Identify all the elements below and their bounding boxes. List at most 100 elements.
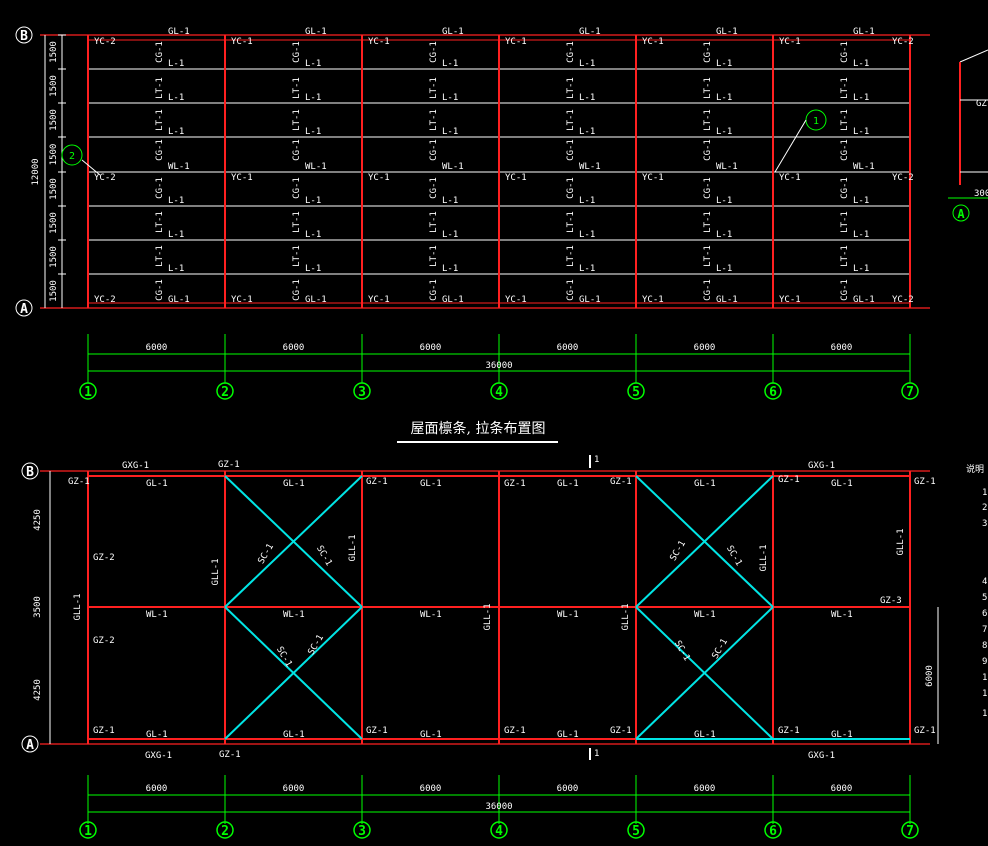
member-label: GLL-1 [348, 534, 358, 561]
purlin-label: L-1 [853, 264, 869, 274]
note-item: 6 [982, 609, 987, 619]
column-axis-4: 4 [490, 382, 508, 400]
member-label: GZ-1 [504, 726, 526, 736]
rod-label: LT-1 [155, 245, 165, 267]
rod-label: CG-1 [566, 279, 576, 301]
rod-label: LT-1 [703, 211, 713, 233]
member-label: GZ-1 [366, 477, 388, 487]
axis-bubble-b-bottom: B [21, 462, 39, 480]
svg-text:6: 6 [769, 824, 777, 839]
row-dimension: 1500 [49, 212, 59, 234]
member-label: SC-1 [672, 639, 692, 663]
purlin-label: L-1 [579, 59, 595, 69]
mid-beam-label: WL-1 [853, 162, 875, 172]
member-labels: YC-2YC-2YC-2YC-1YC-1YC-1YC-1YC-1YC-1YC-1… [94, 27, 914, 305]
row-dimension: 1500 [49, 109, 59, 131]
note-item: 1 [982, 689, 987, 699]
row-dimension: 1500 [49, 246, 59, 268]
note-item: 7 [982, 625, 987, 635]
brace-line [635, 606, 774, 740]
column-label: YC-1 [368, 295, 390, 305]
svg-text:说明: 说明 [966, 463, 984, 475]
rod-label: LT-1 [703, 245, 713, 267]
svg-text:1: 1 [84, 824, 92, 839]
svg-text:3: 3 [358, 824, 366, 839]
span-dimension: 6000 [831, 343, 853, 353]
svg-text:B: B [26, 465, 34, 480]
rod-label: LT-1 [429, 211, 439, 233]
column-axis-2: 2 [216, 382, 234, 400]
svg-text:B: B [20, 29, 28, 44]
member-label: GLL-1 [621, 603, 631, 630]
column-label: YC-2 [94, 37, 116, 47]
column-axis-5: 5 [627, 821, 645, 839]
member-label: GL-1 [557, 730, 579, 740]
member-label: GZ-3 [880, 596, 902, 606]
eave-beam-label: GL-1 [305, 295, 327, 305]
member-label: GXG-1 [145, 751, 172, 761]
column-label: YC-1 [779, 295, 801, 305]
member-label: GXG-1 [808, 751, 835, 761]
member-label: WL-1 [557, 610, 579, 620]
purlin-label: L-1 [305, 230, 321, 240]
member-label: WL-1 [831, 610, 853, 620]
rod-label: CG-1 [840, 139, 850, 161]
column-label: YC-1 [505, 295, 527, 305]
purlin-label: L-1 [168, 127, 184, 137]
purlin-label: L-1 [168, 93, 184, 103]
member-label: GZ-2 [93, 636, 115, 646]
row-dimension: 1500 [49, 280, 59, 302]
column-label: YC-1 [368, 173, 390, 183]
note-item: 1 [982, 673, 987, 683]
member-label: GZ-2 [93, 553, 115, 563]
rod-label: CG-1 [840, 177, 850, 199]
rod-label: LT-1 [155, 77, 165, 99]
member-label: GL-1 [146, 479, 168, 489]
column-label: YC-2 [94, 295, 116, 305]
purlin-label: L-1 [579, 264, 595, 274]
span-dimension: 6000 [557, 343, 579, 353]
member-label: GLL-1 [73, 593, 83, 620]
purlin-label: L-1 [168, 230, 184, 240]
rod-label: LT-1 [703, 109, 713, 131]
rod-label: LT-1 [840, 245, 850, 267]
member-label: GLL-1 [211, 558, 221, 585]
callout-2: 2 [61, 144, 101, 176]
column-axis-2: 2 [216, 821, 234, 839]
column-label: YC-1 [505, 173, 527, 183]
svg-text:5: 5 [632, 824, 640, 839]
axis-bubble-a-bottom: A [21, 735, 39, 753]
member-label: GL-1 [283, 479, 305, 489]
purlin-label: L-1 [579, 230, 595, 240]
eave-beam-label: GL-1 [853, 27, 875, 37]
purlin-label: L-1 [305, 264, 321, 274]
member-label: GZ-1 [914, 726, 936, 736]
member-label: GZ-1 [778, 475, 800, 485]
column-label: YC-2 [94, 173, 116, 183]
rod-label: CG-1 [429, 139, 439, 161]
member-label: GL-1 [420, 479, 442, 489]
callout-1: 1 [774, 109, 827, 173]
member-label: GZ-1 [610, 477, 632, 487]
purlin-label: L-1 [442, 59, 458, 69]
row-dim-3: 4250 [33, 679, 43, 701]
rod-label: LT-1 [155, 211, 165, 233]
svg-text:2: 2 [221, 385, 229, 400]
column-label: YC-1 [231, 37, 253, 47]
rod-label: LT-1 [429, 245, 439, 267]
column-label: YC-2 [892, 295, 914, 305]
purlin-label: L-1 [168, 264, 184, 274]
note-item: 1 [982, 709, 987, 719]
purlin-label: L-1 [442, 230, 458, 240]
purlin-label: L-1 [168, 196, 184, 206]
svg-text:1: 1 [594, 749, 599, 759]
span-dimension: 6000 [283, 343, 305, 353]
member-label: WL-1 [283, 610, 305, 620]
rod-label: LT-1 [429, 77, 439, 99]
note-item: 3 [982, 519, 987, 529]
eave-beam-label: GL-1 [579, 295, 601, 305]
